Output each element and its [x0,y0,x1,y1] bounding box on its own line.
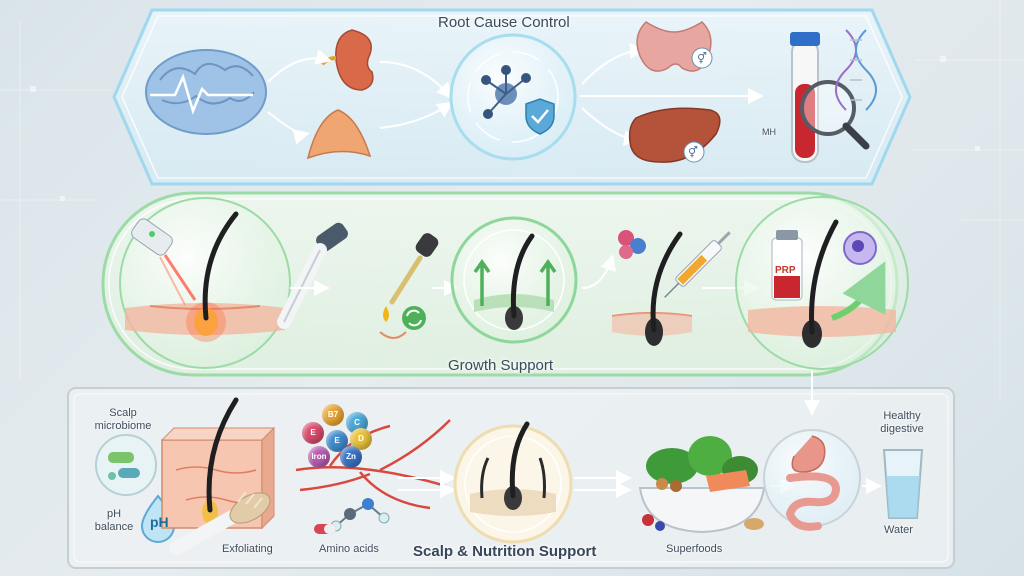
zinc-bubble: Zn [340,446,362,468]
laser-follicle-bubble [119,197,291,369]
adrenal-gland-icon [306,109,372,160]
laser-device-icon [131,218,197,306]
prp-label: PRP [775,265,796,276]
serum-dropper-icon [379,233,439,339]
growth-follicle-bubble [450,216,578,344]
vitamin-d-bubble: D [350,428,372,450]
brain-icon [145,49,267,135]
svg-text:⚥: ⚥ [688,146,698,159]
microbiome-icon [95,434,157,496]
refresh-icon [402,306,426,330]
blood-test-magnifier-icon [790,32,870,163]
digestive-system-bubble [763,429,861,531]
nutrition-support-title: Scalp & Nutrition Support [413,543,597,560]
kidney-icon [320,29,374,91]
vitamin-e2-bubble: E [326,430,348,452]
hormone-balance-hub-icon [449,33,577,161]
liver-icon: ⚥ [628,107,721,163]
exfoliating-brush-icon [169,491,271,555]
ph-bubble-label: pH [150,514,169,530]
amino-acids-label: Amino acids [319,543,379,555]
water-glass-icon [882,449,924,519]
vitamin-b7-bubble: B7 [322,404,344,426]
growth-support-title: Growth Support [448,357,554,374]
iron-bubble: Iron [308,446,330,468]
injection-follicle-icon [611,230,731,346]
growth-arrows-icon [473,258,557,306]
molecule-cluster-icon [618,230,646,259]
scalp-microbiome-label: Scalp microbiome [94,407,152,432]
svg-text:⚥: ⚥ [697,52,707,65]
vitamin-e-bubble: E [302,422,324,444]
root-cause-title: Root Cause Control [438,14,570,31]
amino-acid-molecule-icon [314,498,390,534]
water-label: Water [884,524,913,536]
ph-balance-label: pH balance [94,508,134,533]
healthy-scalp-bubble [453,421,573,544]
superfoods-label: Superfoods [666,543,723,555]
blood-vessel-network-icon [295,419,451,510]
syringe-icon [664,231,731,298]
prp-vial-icon [771,230,803,301]
prp-bubble [735,196,909,370]
stem-cell-icon [843,231,877,265]
thyroid-icon: ⚥ [636,21,713,72]
dna-icon [835,29,877,111]
healthy-digestive-label: Healthy digestive [880,410,924,435]
derma-roller-icon [277,222,348,329]
exfoliating-label: Exfoliating [222,543,273,555]
superfood-bowl-icon [638,436,766,534]
mh-label: MH [762,127,776,137]
